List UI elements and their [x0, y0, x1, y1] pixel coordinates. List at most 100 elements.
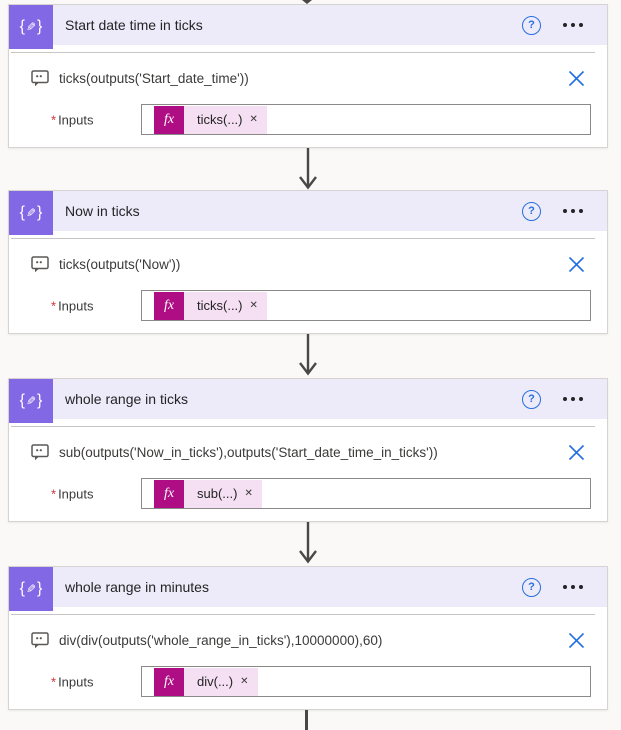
fx-icon: fx: [154, 291, 184, 320]
comment-row: sub(outputs('Now_in_ticks'),outputs('Sta…: [31, 442, 585, 462]
header-controls: ?: [522, 577, 607, 597]
ellipsis-menu-icon[interactable]: [563, 203, 583, 219]
inputs-label: *Inputs: [51, 112, 93, 127]
inputs-field[interactable]: fx sub(...) ✕: [141, 478, 591, 509]
pencil-icon: ✎: [25, 20, 37, 34]
inputs-row: *Inputs fx ticks(...) ✕: [9, 104, 607, 135]
close-icon[interactable]: [568, 70, 585, 87]
header-divider: [11, 238, 595, 239]
pencil-icon: ✎: [25, 394, 37, 408]
required-asterisk: *: [51, 674, 57, 689]
required-asterisk: *: [51, 486, 57, 501]
close-icon[interactable]: [568, 632, 585, 649]
remove-token-icon[interactable]: ✕: [249, 299, 258, 311]
action-card-header[interactable]: {✎} Now in ticks ?: [9, 191, 607, 235]
action-card: {✎} Start date time in ticks ? ticks(out…: [8, 4, 608, 148]
inputs-field[interactable]: fx div(...) ✕: [141, 666, 591, 697]
header-divider: [11, 426, 595, 427]
action-card-header[interactable]: {✎} whole range in minutes ?: [9, 567, 607, 611]
connector-stub-top: [8, 0, 608, 4]
action-title: Start date time in ticks: [65, 17, 203, 33]
comment-row: ticks(outputs('Start_date_time')): [31, 68, 585, 88]
comment-bubble-icon: [31, 631, 49, 648]
expression-token-chip[interactable]: fx sub(...) ✕: [154, 479, 262, 508]
brace-close: }: [37, 580, 43, 597]
inputs-label: *Inputs: [51, 674, 93, 689]
expression-token-label: ticks(...): [197, 112, 243, 127]
help-icon[interactable]: ?: [522, 577, 541, 597]
ellipsis-menu-icon[interactable]: [563, 17, 583, 33]
pencil-icon: ✎: [25, 206, 37, 220]
brace-open: {: [19, 580, 25, 597]
expression-token-label: sub(...): [197, 486, 238, 501]
inputs-label: *Inputs: [51, 298, 93, 313]
pencil-icon: ✎: [25, 582, 37, 596]
inputs-row: *Inputs fx sub(...) ✕: [9, 478, 607, 509]
connector-arrow: [8, 522, 608, 566]
comment-bubble-icon: [31, 255, 49, 272]
inputs-label-text: Inputs: [58, 674, 94, 689]
inputs-row: *Inputs fx div(...) ✕: [9, 666, 607, 697]
compose-action-icon: {✎}: [9, 191, 53, 235]
connector-arrow: [8, 334, 608, 378]
fx-icon: fx: [154, 105, 184, 134]
flow-canvas: {✎} Start date time in ticks ? ticks(out…: [8, 0, 608, 730]
required-asterisk: *: [51, 298, 57, 313]
action-card-header[interactable]: {✎} whole range in ticks ?: [9, 379, 607, 423]
required-asterisk: *: [51, 112, 57, 127]
comment-row: div(div(outputs('whole_range_in_ticks'),…: [31, 630, 585, 650]
action-title: Now in ticks: [65, 203, 140, 219]
header-controls: ?: [522, 201, 607, 221]
inputs-label-text: Inputs: [58, 486, 94, 501]
action-title: whole range in minutes: [65, 579, 209, 595]
header-divider: [11, 52, 595, 53]
brace-close: }: [37, 204, 43, 221]
compose-action-icon: {✎}: [9, 5, 53, 49]
inputs-row: *Inputs fx ticks(...) ✕: [9, 290, 607, 321]
comment-row: ticks(outputs('Now')): [31, 254, 585, 274]
connector-stub-bottom: [8, 710, 608, 730]
compose-action-icon: {✎}: [9, 379, 53, 423]
expression-comment-text: div(div(outputs('whole_range_in_ticks'),…: [59, 632, 383, 648]
action-card-header[interactable]: {✎} Start date time in ticks ?: [9, 5, 607, 49]
brace-close: }: [37, 18, 43, 35]
action-card: {✎} Now in ticks ? ticks(outputs('Now')): [8, 190, 608, 334]
compose-action-icon: {✎}: [9, 567, 53, 611]
remove-token-icon[interactable]: ✕: [249, 113, 258, 125]
ellipsis-menu-icon[interactable]: [563, 579, 583, 595]
header-controls: ?: [522, 389, 607, 409]
inputs-field[interactable]: fx ticks(...) ✕: [141, 104, 591, 135]
brace-close: }: [37, 392, 43, 409]
help-icon[interactable]: ?: [522, 15, 541, 35]
inputs-label: *Inputs: [51, 486, 93, 501]
comment-bubble-icon: [31, 69, 49, 86]
expression-token-chip[interactable]: fx ticks(...) ✕: [154, 291, 267, 320]
brace-open: {: [19, 18, 25, 35]
brace-open: {: [19, 392, 25, 409]
fx-icon: fx: [154, 667, 184, 696]
action-card: {✎} whole range in minutes ? div(div(out…: [8, 566, 608, 710]
action-card: {✎} whole range in ticks ? sub(outputs('…: [8, 378, 608, 522]
inputs-label-text: Inputs: [58, 298, 94, 313]
close-icon[interactable]: [568, 256, 585, 273]
expression-token-label: div(...): [197, 674, 234, 689]
header-divider: [11, 614, 595, 615]
fx-icon: fx: [154, 479, 184, 508]
comment-bubble-icon: [31, 443, 49, 460]
expression-token-chip[interactable]: fx div(...) ✕: [154, 667, 258, 696]
expression-comment-text: sub(outputs('Now_in_ticks'),outputs('Sta…: [59, 444, 438, 460]
help-icon[interactable]: ?: [522, 389, 541, 409]
expression-comment-text: ticks(outputs('Now')): [59, 256, 181, 272]
connector-arrow: [8, 148, 608, 190]
inputs-field[interactable]: fx ticks(...) ✕: [141, 290, 591, 321]
remove-token-icon[interactable]: ✕: [240, 675, 249, 687]
header-controls: ?: [522, 15, 607, 35]
ellipsis-menu-icon[interactable]: [563, 391, 583, 407]
brace-open: {: [19, 204, 25, 221]
remove-token-icon[interactable]: ✕: [244, 487, 253, 499]
help-icon[interactable]: ?: [522, 201, 541, 221]
expression-token-chip[interactable]: fx ticks(...) ✕: [154, 105, 267, 134]
expression-token-label: ticks(...): [197, 298, 243, 313]
close-icon[interactable]: [568, 444, 585, 461]
expression-comment-text: ticks(outputs('Start_date_time')): [59, 70, 249, 86]
